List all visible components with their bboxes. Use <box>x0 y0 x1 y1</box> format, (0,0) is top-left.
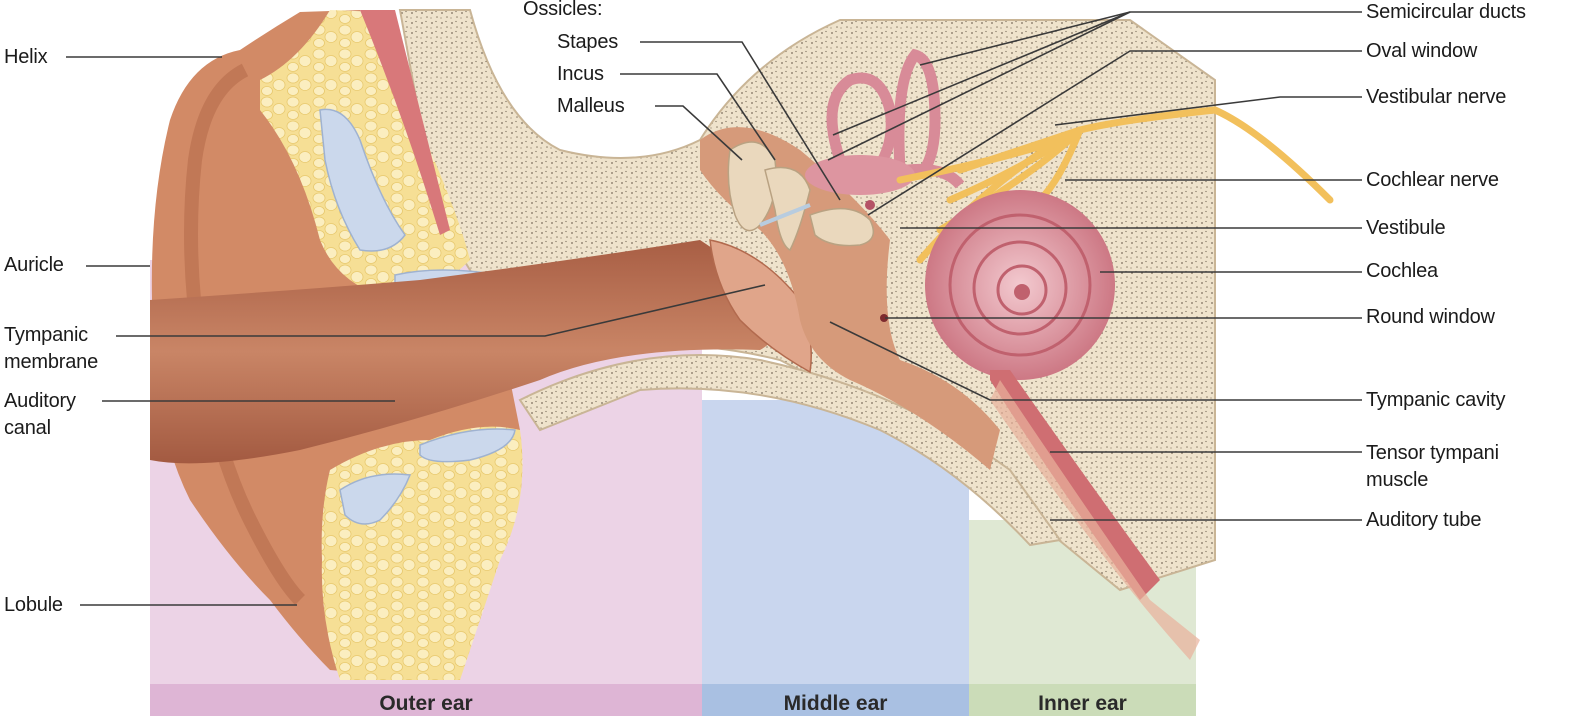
label-oval-window: Oval window <box>1366 40 1478 62</box>
cartilage-lower <box>339 473 412 525</box>
label-cochlear-nerve: Cochlear nerve <box>1366 169 1499 191</box>
vestibule-shape <box>805 155 915 195</box>
region-label-middle-ear: Middle ear <box>783 692 888 715</box>
ossicles-shape <box>727 141 875 252</box>
label-malleus: Malleus <box>557 95 625 117</box>
canal-floor-bone <box>518 354 1062 547</box>
label-tympanic-cavity: Tympanic cavity <box>1366 389 1506 411</box>
label-tensor-tympani-muscle: Tensor tympani muscle <box>1366 442 1499 491</box>
tympanic-membrane-shape <box>709 239 812 374</box>
label-auditory-canal: Auditory canal <box>4 390 76 439</box>
region-label-outer-ear: Outer ear <box>379 692 473 715</box>
oval-window-shape <box>865 200 875 210</box>
upper-muscle <box>360 10 450 235</box>
label-lobule: Lobule <box>4 594 63 616</box>
region-label-inner-ear: Inner ear <box>1038 692 1127 715</box>
label-vestibular-nerve: Vestibular nerve <box>1366 86 1507 108</box>
middle-ear-bar <box>702 684 969 716</box>
label-ossicles-heading: Ossicles: <box>523 0 603 20</box>
leader-lines <box>66 11 1362 606</box>
auditory-tube-shape <box>990 370 1160 600</box>
label-semicircular-ducts: Semicircular ducts <box>1366 1 1526 23</box>
label-cochlea: Cochlea <box>1366 260 1438 282</box>
label-tympanic-membrane: Tympanic membrane <box>4 324 98 373</box>
outer-ear-bar <box>150 684 702 716</box>
label-vestibule: Vestibule <box>1366 217 1446 239</box>
cartilage-upper <box>319 108 406 252</box>
label-auditory-tube: Auditory tube <box>1366 509 1482 531</box>
label-helix: Helix <box>4 46 48 68</box>
inner-ear-bar <box>969 684 1196 716</box>
label-auricle: Auricle <box>4 254 64 276</box>
label-round-window: Round window <box>1366 306 1495 328</box>
label-stapes: Stapes <box>557 31 619 53</box>
label-incus: Incus <box>557 63 604 85</box>
auditory-canal <box>150 240 790 464</box>
round-window-shape <box>880 314 888 322</box>
